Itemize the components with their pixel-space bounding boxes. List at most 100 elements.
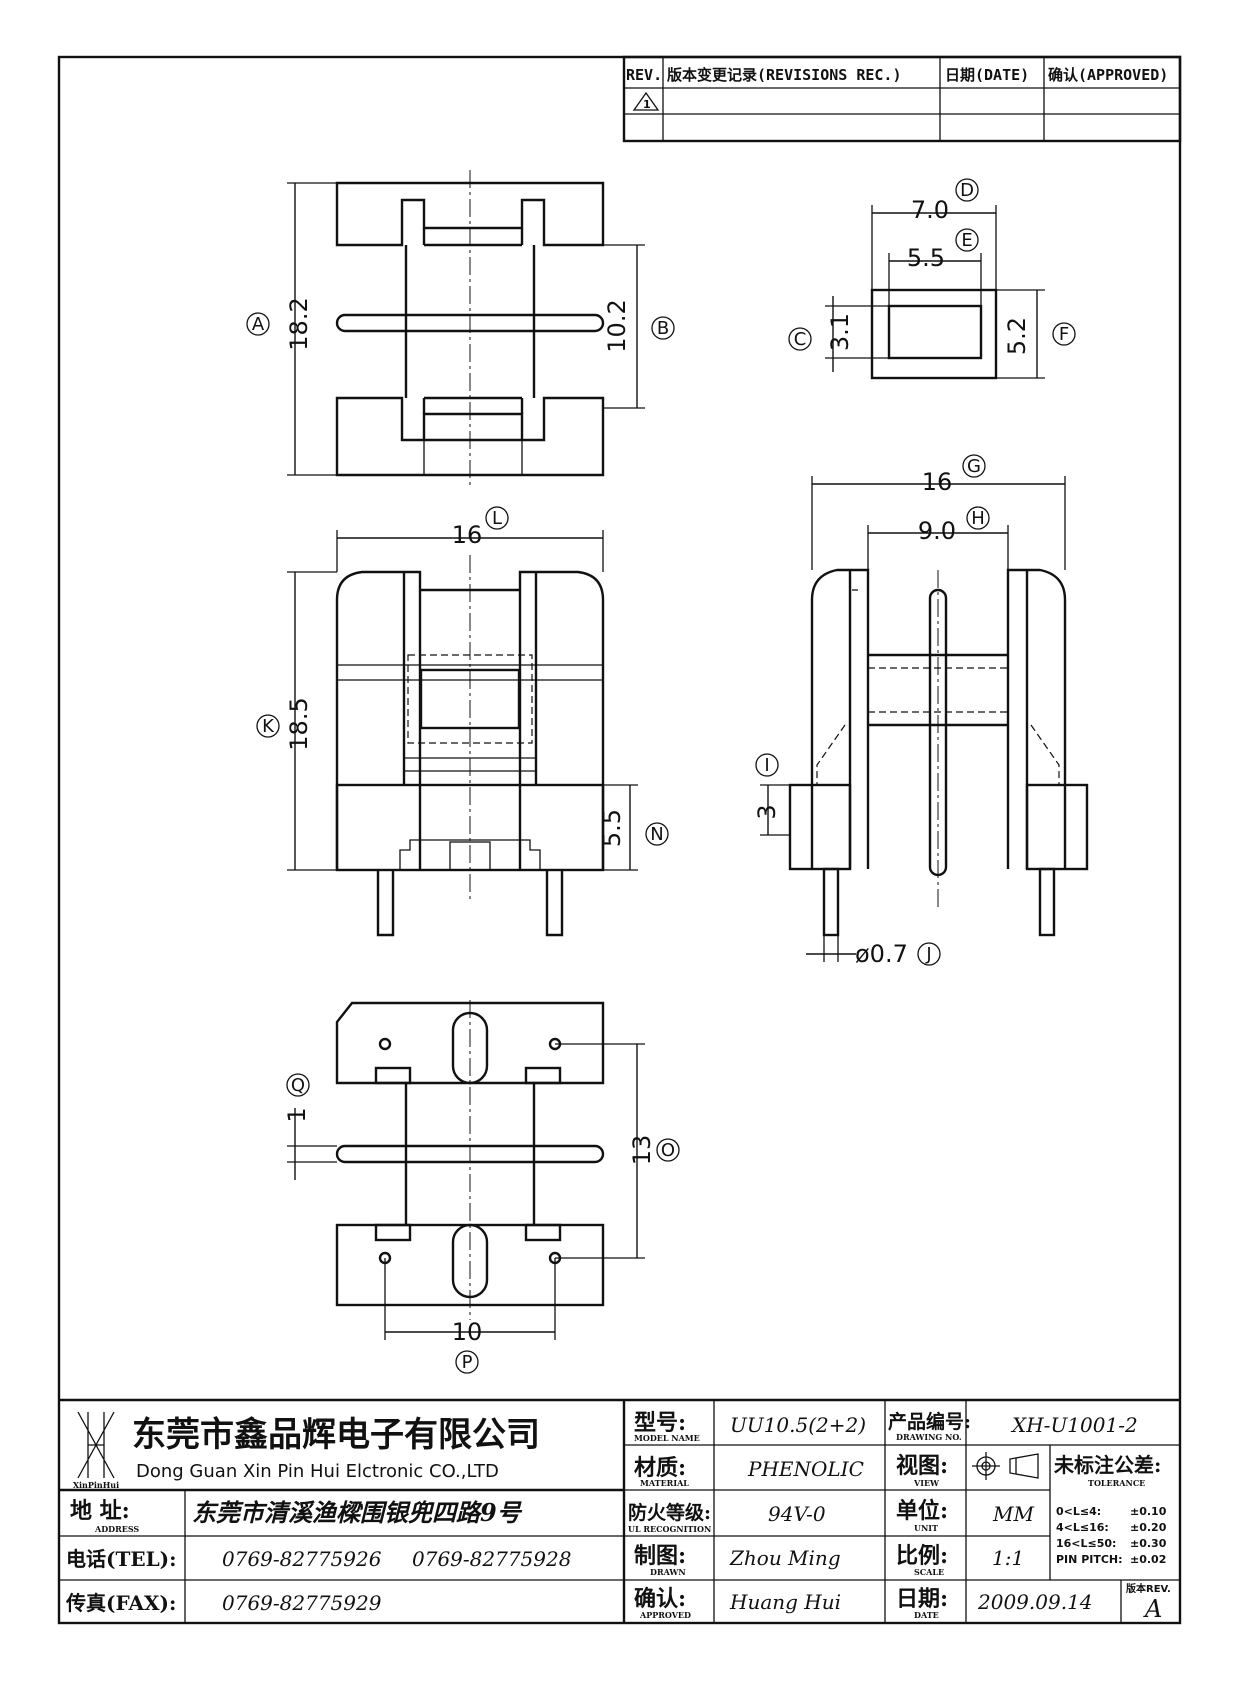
- material-label: 材质:: [634, 1455, 686, 1481]
- dim-I-value: 3: [753, 804, 781, 819]
- dim-A-value: 18.2: [285, 297, 313, 350]
- dim-Q-balloon: [286, 1073, 310, 1097]
- drawing-no-value: XH-U1001-2: [1010, 1413, 1138, 1437]
- dim-F-balloon: [1052, 322, 1076, 346]
- dim-L-balloon: [485, 506, 509, 530]
- dim-B-value: 10.2: [603, 299, 631, 352]
- company-name-cn: 东莞市鑫品辉电子有限公司: [132, 1415, 540, 1455]
- rev-label: 版本REV.: [1126, 1582, 1171, 1595]
- drawn-label: 制图:: [634, 1543, 686, 1569]
- dim-E-balloon: [955, 228, 979, 252]
- title-block: XinPinHui 东莞市鑫品辉电子有限公司 Dong Guan Xin Pin…: [59, 1398, 1180, 1623]
- view-bottom: 13 O 10 P 1 Q: [283, 1000, 680, 1374]
- model-label: 型号:: [634, 1410, 686, 1436]
- dim-K-balloon: [256, 714, 280, 738]
- date-label-en: DATE: [914, 1610, 939, 1620]
- dim-E-value: 5.5: [907, 244, 945, 272]
- dim-D-value: 7.0: [911, 196, 949, 224]
- address-label-en: ADDRESS: [94, 1524, 139, 1534]
- view-label: 视图:: [896, 1453, 948, 1479]
- dim-D-balloon: [955, 178, 979, 202]
- date-value: 2009.09.14: [977, 1590, 1093, 1614]
- dim-P-label: P: [462, 1352, 473, 1373]
- unit-label: 单位:: [896, 1498, 948, 1524]
- logo-text: XinPinHui: [73, 1480, 119, 1490]
- dim-P-value: 10: [452, 1318, 483, 1346]
- dim-O-value: 13: [628, 1135, 656, 1166]
- dim-N-label: N: [650, 824, 663, 845]
- dim-J-value: ø0.7: [855, 940, 908, 968]
- dim-O-balloon: [656, 1138, 680, 1162]
- tolerance-value-0: ±0.10: [1130, 1505, 1167, 1518]
- tel1-value: 0769-82775926: [222, 1547, 382, 1571]
- ul-label: 防火等级:: [628, 1501, 711, 1524]
- revision-table: REV. 版本变更记录(REVISIONS REC.) 日期(DATE) 确认(…: [622, 55, 1182, 143]
- dim-O-label: O: [661, 1140, 675, 1161]
- dim-N-value: 5.5: [598, 809, 626, 847]
- scale-label: 比例:: [896, 1543, 948, 1569]
- dim-L-label: L: [492, 508, 502, 529]
- revisions-header: 版本变更记录(REVISIONS REC.): [667, 66, 902, 84]
- tolerance-value-1: ±0.20: [1130, 1521, 1167, 1534]
- view-front: 16 L 18.5 K 5.5 N: [256, 506, 669, 937]
- dim-F-label: F: [1059, 324, 1069, 345]
- dim-C-label: C: [794, 329, 807, 350]
- scale-label-en: SCALE: [914, 1567, 944, 1577]
- company-name-en: Dong Guan Xin Pin Hui Elctronic CO.,LTD: [136, 1461, 499, 1482]
- ul-label-en: UL RECOGNITION: [628, 1524, 711, 1534]
- dim-I-label: I: [764, 755, 769, 776]
- dim-K-value: 18.5: [285, 697, 313, 750]
- drawing-no-label-en: DRAWING NO.: [896, 1432, 962, 1442]
- dim-E-label: E: [961, 230, 972, 251]
- dim-C-value: 3.1: [826, 313, 854, 351]
- view-label-en: VIEW: [913, 1478, 940, 1488]
- dim-H-value: 9.0: [918, 517, 956, 545]
- material-label-en: MATERIAL: [640, 1478, 689, 1488]
- dim-H-balloon: [966, 506, 990, 530]
- dim-L-value: 16: [452, 521, 483, 549]
- tel2-value: 0769-82775928: [412, 1547, 571, 1571]
- unit-label-en: UNIT: [914, 1523, 938, 1533]
- fax-value: 0769-82775929: [222, 1591, 382, 1615]
- rev-header: REV.: [626, 66, 662, 84]
- fax-label: 传真(FAX):: [65, 1591, 176, 1615]
- dim-P-balloon: [455, 1350, 479, 1374]
- dim-Q-label: Q: [291, 1075, 305, 1096]
- dim-N-balloon: [645, 822, 669, 846]
- dim-B-label: B: [657, 318, 669, 339]
- dim-F-value: 5.2: [1003, 317, 1031, 355]
- date-header: 日期(DATE): [945, 66, 1029, 84]
- tolerance-range-1: 4<L≤16:: [1056, 1521, 1109, 1534]
- approved-header: 确认(APPROVED): [1048, 66, 1168, 84]
- dim-A-label: A: [252, 314, 265, 335]
- dim-A-balloon: [246, 312, 270, 336]
- approved-value: Huang Hui: [729, 1590, 841, 1614]
- drawn-label-en: DRAWN: [650, 1567, 686, 1577]
- drawn-value: Zhou Ming: [729, 1546, 841, 1570]
- dim-G-label: G: [967, 456, 981, 477]
- dim-J-label: J: [925, 944, 931, 965]
- tolerance-label: 未标注公差:: [1054, 1453, 1161, 1477]
- dim-K-label: K: [262, 716, 275, 737]
- tolerance-range-0: 0<L≤4:: [1056, 1505, 1101, 1518]
- projection-symbol-icon: [972, 1452, 1039, 1480]
- company-logo: XinPinHui: [73, 1411, 119, 1490]
- model-label-en: MODEL NAME: [634, 1433, 700, 1443]
- unit-value: MM: [992, 1502, 1034, 1526]
- model-value: UU10.5(2+2): [730, 1413, 866, 1437]
- scale-value: 1:1: [992, 1546, 1024, 1570]
- view-top: 18.2 A 10.2 B: [246, 170, 675, 485]
- dim-B-balloon: [651, 316, 675, 340]
- address-label: 地 址:: [70, 1498, 130, 1524]
- dim-I-balloon: [755, 753, 779, 777]
- tolerance-range-2: 16<L≤50:: [1056, 1537, 1116, 1550]
- rev-value: A: [1143, 1595, 1162, 1623]
- tolerance-value-2: ±0.30: [1130, 1537, 1167, 1550]
- dim-Q-value: 1: [283, 1107, 311, 1122]
- address-value: 东莞市清溪渔樑围银兜四路9号: [192, 1498, 523, 1527]
- drawing-no-label: 产品编号:: [888, 1410, 971, 1433]
- dim-D-label: D: [960, 180, 974, 201]
- dim-H-label: H: [971, 508, 985, 529]
- svg-text:1: 1: [643, 98, 651, 111]
- dim-C-balloon: [788, 327, 812, 351]
